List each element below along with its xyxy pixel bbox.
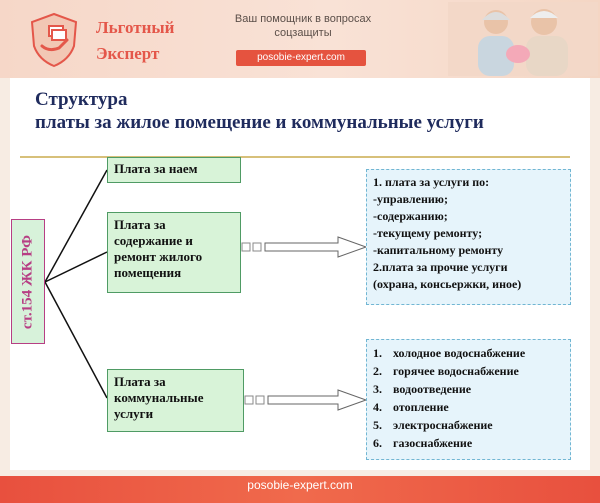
arrow-maintenance-to-services	[241, 236, 368, 258]
branch-maintenance-line: ремонт жилого	[114, 249, 203, 264]
brand-name-line1: Льготный	[96, 18, 175, 37]
arrow-utilities-to-list	[244, 389, 368, 411]
services-line: (охрана, консьержки, иное)	[373, 277, 522, 291]
services-line: 2.плата за прочие услуги	[373, 260, 508, 274]
list-item-number: 3.	[373, 382, 382, 396]
branch-utilities-line: услуги	[114, 406, 154, 421]
branch-maintenance-line: Плата за	[114, 217, 166, 232]
branch-maintenance: Плата за содержание и ремонт жилого поме…	[107, 212, 241, 293]
utilities-box: 1. холодное водоснабжение 2. горячее водос…	[366, 339, 571, 460]
utilities-list: 1. холодное водоснабжение 2. горячее водос…	[373, 344, 564, 452]
list-item-text: газоснабжение	[393, 436, 473, 450]
list-item: 1. холодное водоснабжение	[373, 344, 564, 362]
list-item-number: 2.	[373, 364, 382, 378]
brand-logo-icon	[29, 12, 79, 68]
services-line: -капитальному ремонту	[373, 243, 504, 257]
seniors-photo	[448, 2, 598, 76]
site-link-header[interactable]: posobie-expert.com	[236, 50, 366, 66]
list-item-number: 5.	[373, 418, 382, 432]
branch-utilities: Плата за коммунальные услуги	[107, 369, 244, 432]
brand-name-line2: Эксперт	[96, 44, 160, 63]
title-line1: Структура	[35, 89, 128, 110]
branch-maintenance-line: содержание и	[114, 233, 193, 248]
list-item-text: электроснабжение	[393, 418, 493, 432]
tagline: Ваш помощник в вопросах соцзащиты	[218, 12, 388, 40]
list-item: 2. горячее водоснабжение	[373, 362, 564, 380]
connector-root-to-rent	[44, 169, 108, 283]
connector-root-to-utilities	[44, 281, 108, 399]
root-node-label: ст.154 ЖК РФ	[19, 234, 36, 330]
list-item: 3. водоотведение	[373, 380, 564, 398]
list-item-number: 6.	[373, 436, 382, 450]
footer-bar	[0, 476, 600, 503]
list-item: 4. отопление	[373, 398, 564, 416]
branch-rent: Плата за наем	[107, 157, 241, 183]
list-item-number: 4.	[373, 400, 382, 414]
list-item: 6. газоснабжение	[373, 434, 564, 452]
branch-utilities-line: Плата за	[114, 374, 166, 389]
branch-utilities-line: коммунальные	[114, 390, 204, 405]
connector-root-to-maintenance	[44, 251, 108, 283]
tagline-line1: Ваш помощник в вопросах	[234, 13, 372, 25]
services-line: -управлению;	[373, 192, 448, 206]
services-line: -содержанию;	[373, 209, 448, 223]
list-item-text: горячее водоснабжение	[393, 364, 519, 378]
list-item-text: водоотведение	[393, 382, 472, 396]
title-line2: платы за жилое помещение и коммунальные …	[35, 112, 484, 133]
list-item-text: отопление	[393, 400, 449, 414]
page-title: Структура платы за жилое помещение и ком…	[35, 88, 484, 134]
list-item-number: 1.	[373, 346, 382, 360]
tagline-line2: соцзащиты	[274, 27, 332, 39]
site-link-footer[interactable]: posobie-expert.com	[247, 478, 353, 492]
services-box: 1. плата за услуги по: -управлению; -сод…	[366, 169, 571, 305]
services-line: -текущему ремонту;	[373, 226, 483, 240]
list-item-text: холодное водоснабжение	[393, 346, 526, 360]
services-line: 1. плата за услуги по:	[373, 175, 490, 189]
root-node-box	[11, 219, 45, 344]
branch-rent-line: Плата за наем	[114, 161, 198, 176]
list-item: 5. электроснабжение	[373, 416, 564, 434]
branch-maintenance-line: помещения	[114, 265, 182, 280]
title-divider	[20, 156, 570, 158]
